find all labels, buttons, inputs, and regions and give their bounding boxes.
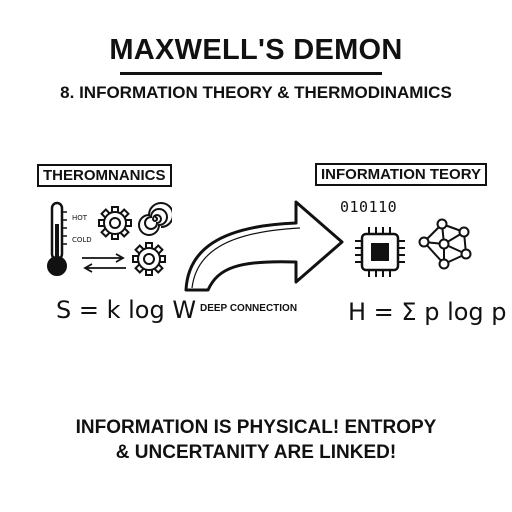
thermodynamics-label: THEROMNANICS [37,164,172,187]
gear-icon [132,242,166,276]
thermometer-icon [47,201,67,276]
gear-icon [98,206,132,240]
binary-text: 010110 [340,198,398,216]
connection-arrow [184,200,344,292]
title-underline [120,72,382,75]
information-theory-label: INFORMATION TEORY [315,163,487,186]
page-subtitle: 8. INFORMATION THEORY & THERMODINAMICS [60,83,452,102]
exchange-arrows-icon [82,253,126,273]
conclusion-line-2: & UNCERTANITY ARE LINKED! [115,442,397,463]
conclusion-line-1: INFORMATION IS PHYSICAL! ENTROPY [75,417,437,438]
cold-label: COLD [72,236,92,244]
spiral-icon [138,202,172,236]
hot-label: HOT [72,214,88,222]
boltzmann-entropy-formula: S = k log W [56,296,197,324]
page-title: MAXWELL'S DEMON [109,34,403,66]
network-icon [418,218,472,270]
deep-connection-label: DEEP CONNECTION [200,303,298,314]
shannon-entropy-formula: H = Σ p log p [348,298,507,326]
microchip-icon [355,227,405,277]
